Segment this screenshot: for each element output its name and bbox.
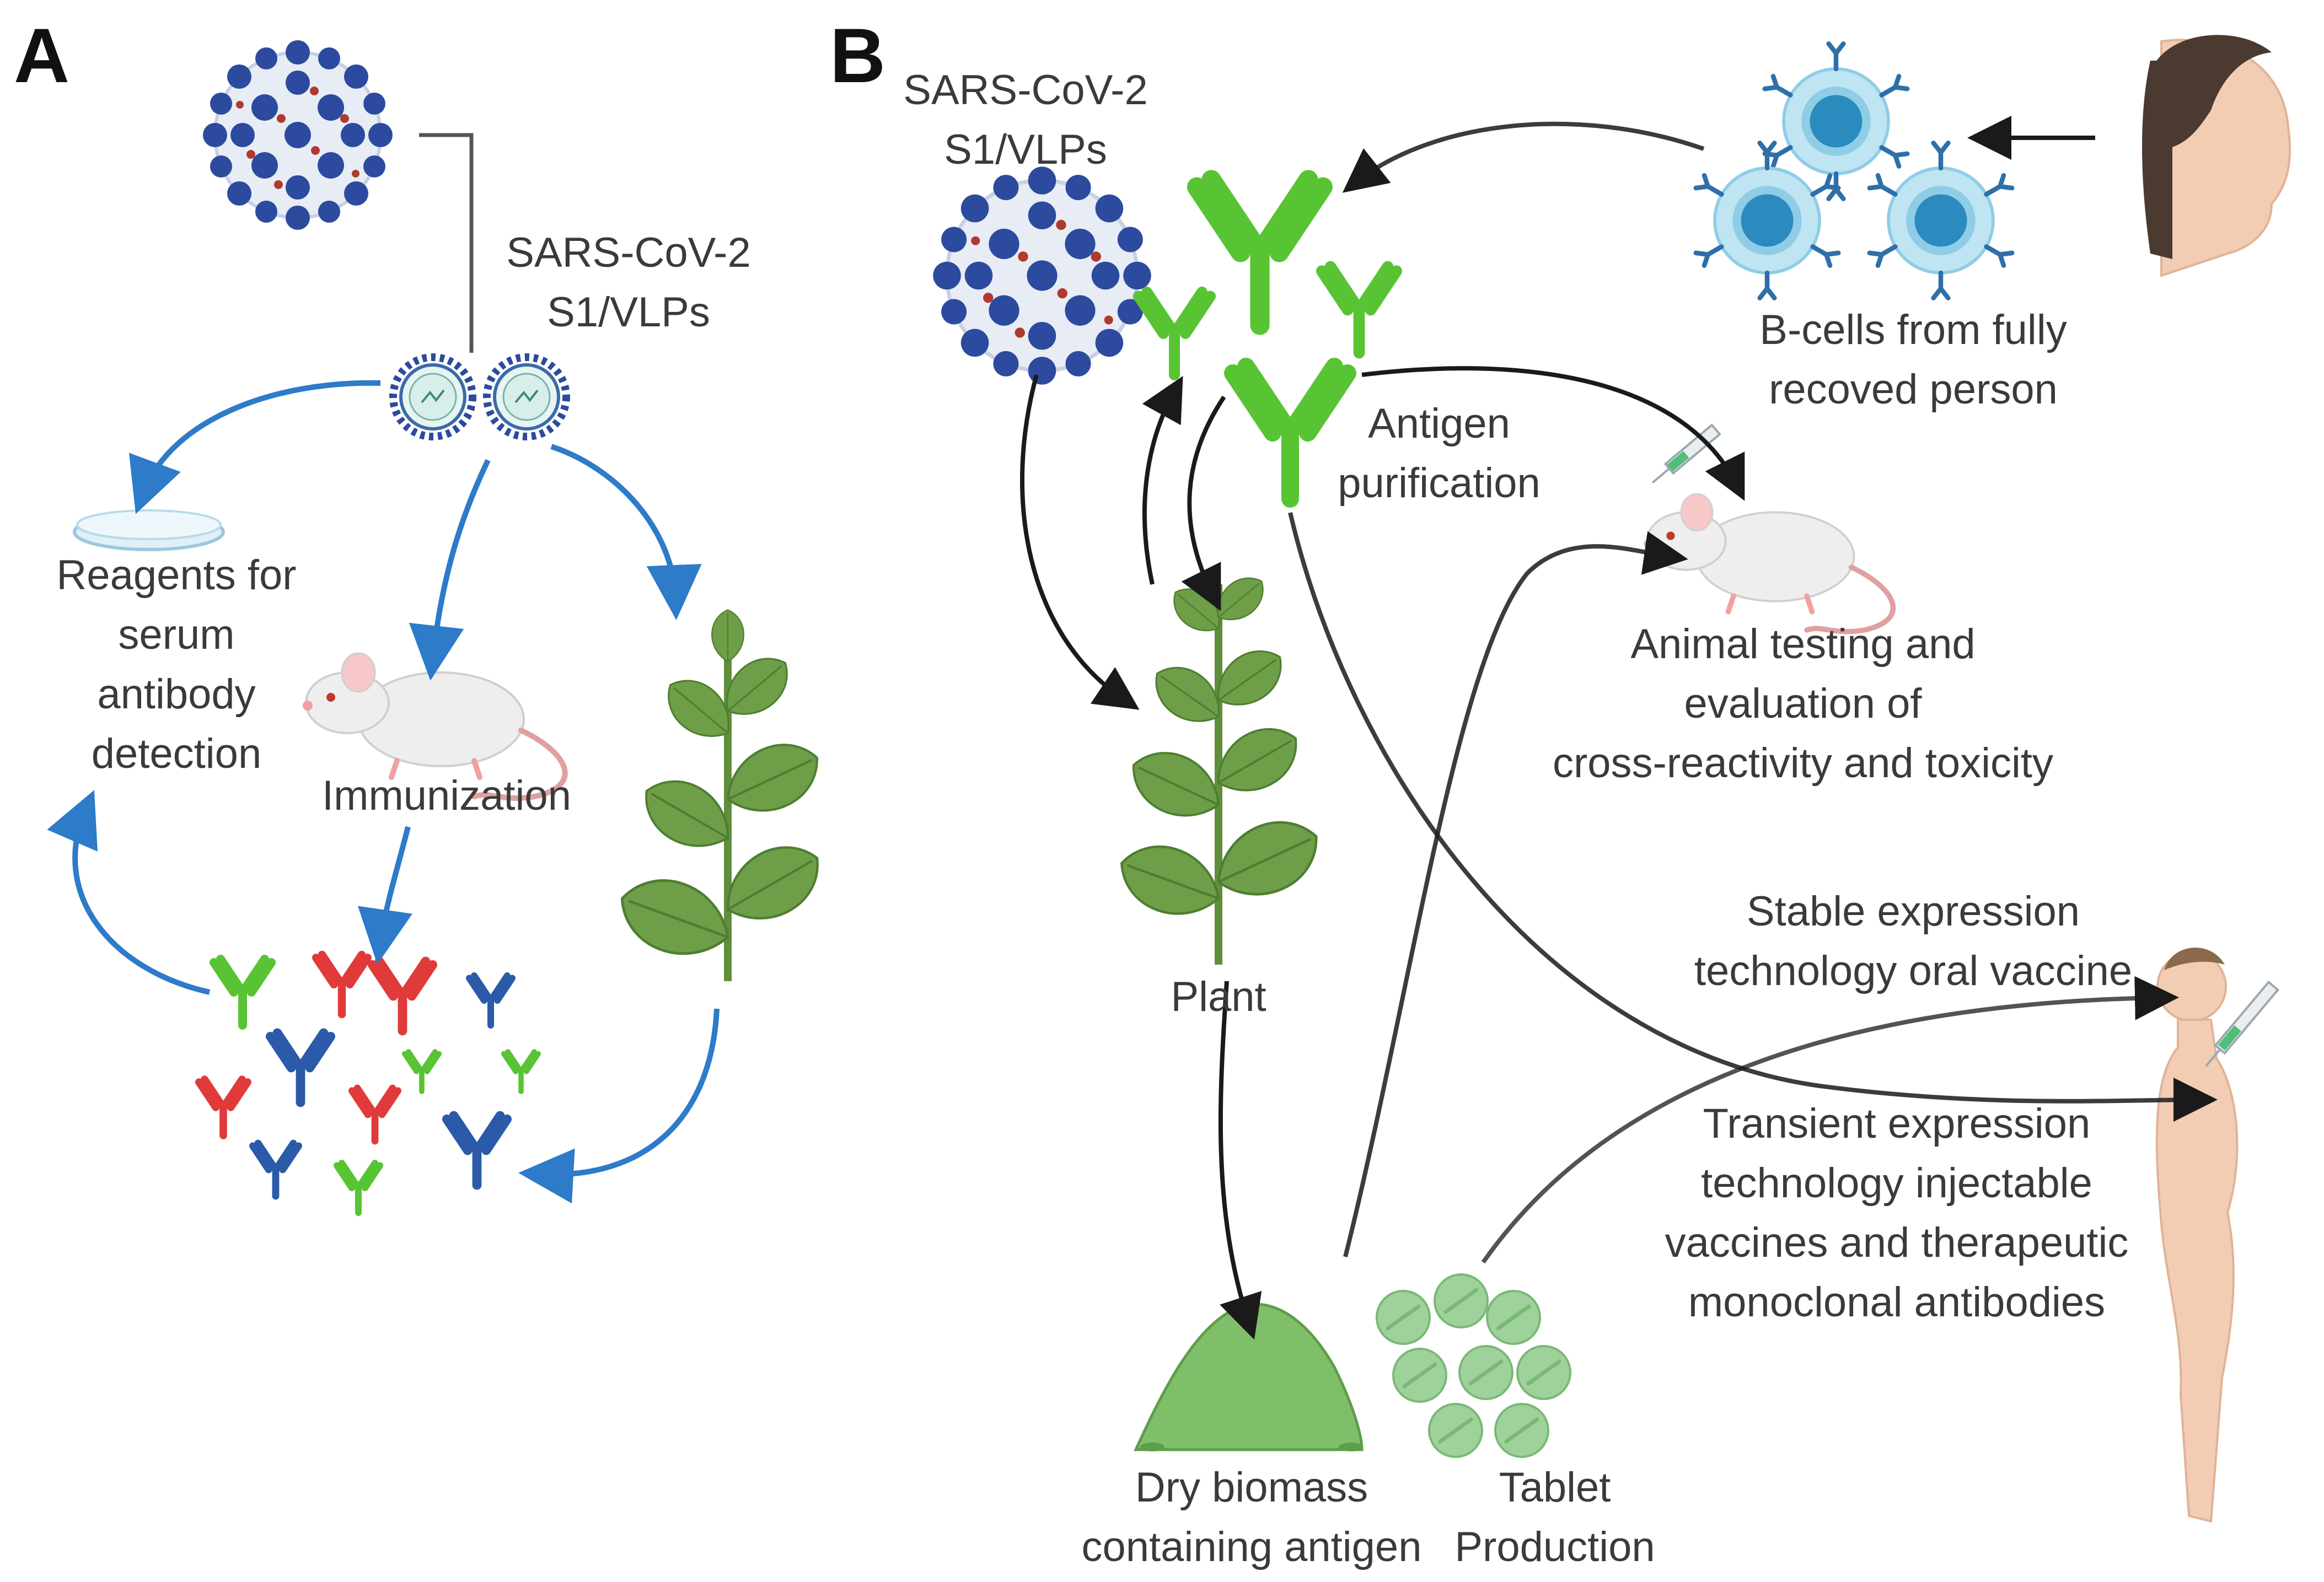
- syringe-icon: [1651, 423, 1721, 484]
- human-head-icon: [2142, 35, 2291, 277]
- antibody-icon: [270, 1033, 330, 1102]
- mouse-icon: [1644, 494, 1893, 632]
- arrow-plant-to-antibodies: [518, 1008, 720, 1204]
- antibody-icon: [405, 1052, 439, 1091]
- tablet-icon: [1377, 1291, 1430, 1344]
- vlp-icon: [487, 357, 566, 437]
- antibody-icon: [214, 959, 271, 1025]
- antibody-icon: [1197, 180, 1323, 325]
- connector-line: [419, 133, 474, 353]
- arrow-bcells-to-antibodies: [1342, 121, 1705, 193]
- arrow-plant-to-antibodies: [1142, 376, 1183, 585]
- b-cell-icon: [1870, 143, 2012, 298]
- coronavirus-icon: [203, 40, 393, 230]
- tablet-icon: [1393, 1349, 1446, 1402]
- antibody-icon: [253, 1143, 298, 1196]
- panel-b: [933, 35, 2291, 1523]
- plant-icon: [610, 609, 833, 981]
- arrow-biomass-to-mouse: [1343, 531, 1688, 1257]
- plant-icon: [1111, 567, 1330, 965]
- panel-label-a: A: [14, 12, 70, 99]
- coronavirus-icon: [933, 166, 1151, 385]
- antibody-icon: [352, 1088, 398, 1141]
- tablet-icon: [1517, 1346, 1570, 1399]
- arrow-to-mouse: [409, 459, 491, 681]
- petri-dish-icon: [73, 509, 225, 551]
- panel-label-b: B: [830, 12, 886, 99]
- arrow-to-plant: [550, 444, 702, 620]
- antibody-icon: [447, 1116, 507, 1185]
- biomass-pile-icon: [1134, 1303, 1364, 1451]
- vlp-icon: [393, 357, 473, 437]
- tablet-icon: [1435, 1274, 1488, 1327]
- arrows-panel-a: [47, 380, 720, 1204]
- arrow-antibodies-to-plant: [1181, 395, 1226, 611]
- antibody-icon: [1139, 292, 1210, 375]
- arrow-plant-to-biomass: [1218, 981, 1262, 1340]
- plant-label: Plant: [1171, 973, 1266, 1020]
- tablet-cluster: [1377, 1274, 1570, 1457]
- tablet-icon: [1487, 1291, 1540, 1344]
- immunization-label: Immunization: [322, 772, 571, 819]
- antibody-icon: [504, 1052, 538, 1091]
- syringe-icon: [2205, 980, 2280, 1067]
- arrow-tablet-to-human: [1481, 976, 2179, 1264]
- tablet-icon: [1495, 1404, 1548, 1457]
- antibody-icon: [469, 976, 512, 1025]
- arrow-to-antibodies: [357, 826, 412, 965]
- antibody-icon: [316, 955, 368, 1014]
- arrow-antibodies-to-human: [1288, 512, 2218, 1122]
- tablet-icon: [1459, 1346, 1512, 1399]
- antibody-icon: [1322, 267, 1396, 353]
- antibody-icon: [199, 1079, 248, 1136]
- arrow-to-reagents: [129, 380, 381, 514]
- arrow-antibodies-to-mouse: [1361, 366, 1745, 501]
- arrows-panel-b: [1020, 116, 2218, 1340]
- tablet-icon: [1429, 1404, 1482, 1457]
- antibody-icon: [372, 961, 432, 1031]
- antibody-icon: [337, 1163, 380, 1213]
- arrow-to-reagents-loop: [47, 790, 211, 995]
- panel-a: [47, 40, 833, 1213]
- antibody-cluster: [199, 955, 538, 1213]
- arrow-virus-to-plant: [1020, 374, 1140, 710]
